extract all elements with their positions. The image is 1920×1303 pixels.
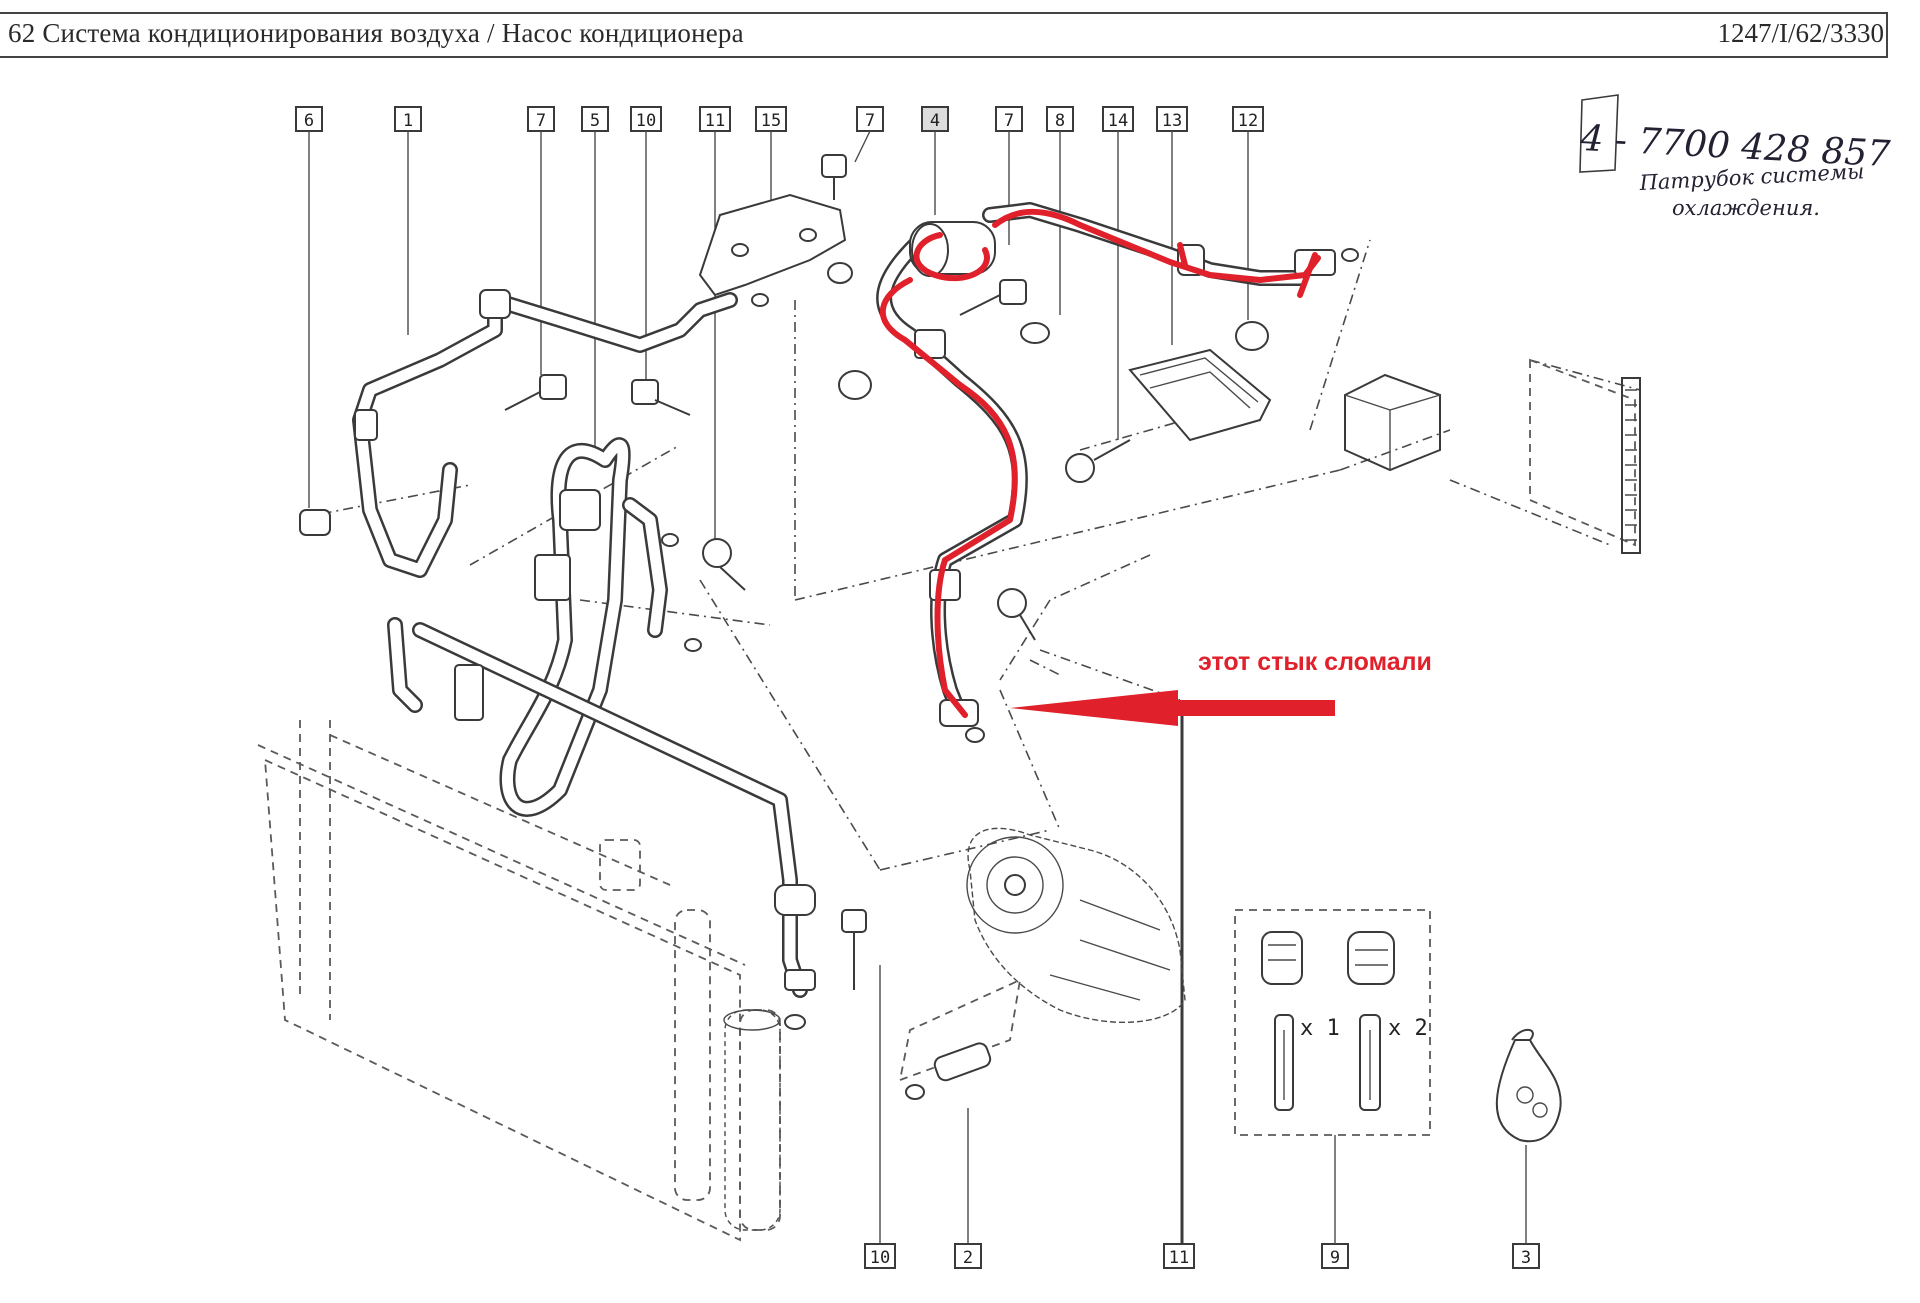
- compressor: [966, 827, 1186, 1024]
- bracket-15: [698, 193, 847, 297]
- callout-label: 13: [1162, 111, 1182, 131]
- callout-label: 9: [1330, 1248, 1340, 1268]
- callout-label: 15: [761, 111, 781, 131]
- callout-label: 7: [865, 111, 875, 131]
- callout-label: 3: [1521, 1248, 1531, 1268]
- callout-label: 12: [1238, 111, 1258, 131]
- callout-15: 15: [755, 106, 787, 210]
- clip-6: [299, 509, 331, 536]
- diagram-reference-code: 1247/I/62/3330: [1717, 18, 1885, 48]
- radiator-right: [1344, 358, 1641, 554]
- parts-bag-3: [1495, 1028, 1562, 1143]
- callout-label: 6: [304, 111, 314, 131]
- pipe-1: [352, 289, 738, 578]
- callout-7b: 7: [854, 106, 884, 163]
- callout-10a: 10: [630, 106, 662, 380]
- callout-label: 10: [636, 111, 656, 131]
- fasteners: [299, 154, 1359, 990]
- annotation-text: этот стык сломали: [1198, 648, 1432, 676]
- bolt-bottom-left: [841, 909, 867, 990]
- callout-label: 10: [870, 1248, 890, 1268]
- callout-10b: 10: [864, 965, 896, 1269]
- clip-8: [1020, 322, 1050, 344]
- callout-14: 14: [1102, 106, 1134, 440]
- pad-13: [1128, 348, 1272, 442]
- callout-3: 3: [1512, 1145, 1540, 1269]
- valve-core-x2: [1359, 1014, 1381, 1111]
- reference-lines: [299, 239, 1641, 871]
- header-top-rule: [0, 12, 1888, 14]
- callout-label: 7: [536, 111, 546, 131]
- bolt-11-left: [702, 538, 746, 591]
- callout-4: 4: [921, 106, 949, 215]
- callout-label: 4: [930, 111, 940, 131]
- clip-small-top: [827, 262, 853, 284]
- callout-12: 12: [1232, 106, 1264, 320]
- header-right-rule: [1886, 12, 1888, 58]
- callout-7a: 7: [527, 106, 555, 375]
- top-callouts: 6 1 7 5 10 11 15 7 4 7 8 14 13 12: [295, 106, 1264, 540]
- bottom-callouts: 10 2 11 9 3: [864, 700, 1540, 1269]
- bolt-7-mid: [959, 279, 1027, 316]
- callout-label: 1: [403, 111, 413, 131]
- callout-label: 2: [963, 1248, 973, 1268]
- valve-cap-b: [1347, 931, 1395, 985]
- handwritten-note: 4 - 7700 428 857 Патрубок системы охлажд…: [1579, 94, 1891, 220]
- callout-label: 5: [590, 111, 600, 131]
- bolt-10-left: [631, 379, 691, 416]
- clip-mid: [838, 370, 872, 400]
- callout-11a: 11: [699, 106, 731, 540]
- valve-core-x1: [1274, 1014, 1294, 1111]
- receiver-drier: [723, 1009, 781, 1231]
- callout-13: 13: [1156, 106, 1188, 345]
- callout-9: 9: [1321, 1135, 1349, 1269]
- bolt-7-top: [821, 154, 847, 200]
- break-annotation: этот стык сломали: [1010, 648, 1432, 726]
- callout-5: 5: [581, 106, 609, 455]
- kit-9: x 1 x 2: [1234, 909, 1431, 1136]
- handwritten-line-1: Патрубок системы: [1638, 159, 1865, 195]
- callout-1: 1: [394, 106, 422, 335]
- pipe-5: [387, 437, 816, 1030]
- callout-label: 11: [705, 111, 725, 131]
- bolt-7-left: [504, 374, 567, 411]
- callout-label: 14: [1108, 111, 1128, 131]
- callout-label: 8: [1055, 111, 1065, 131]
- clip-12: [1235, 321, 1269, 351]
- header-bottom-rule: [0, 56, 1888, 58]
- callout-7c: 7: [995, 106, 1023, 245]
- handwritten-line-2: охлаждения.: [1672, 196, 1820, 220]
- valve-cap-a: [1261, 931, 1303, 985]
- diagram-title: 62 Система кондиционирования воздуха / Н…: [8, 18, 744, 48]
- callout-6: 6: [295, 106, 323, 508]
- bolt-14: [1065, 439, 1131, 483]
- arrow-head: [1010, 690, 1178, 726]
- pressure-switch-2: [898, 978, 1022, 1100]
- callout-label: 7: [1004, 111, 1014, 131]
- callout-2: 2: [954, 1108, 982, 1269]
- page-header: 62 Система кондиционирования воздуха / Н…: [0, 0, 1920, 60]
- callout-label: 11: [1169, 1248, 1189, 1268]
- callout-11b: 11: [1163, 700, 1195, 1269]
- bolt-center: [997, 588, 1036, 641]
- quantity-x1-label: x 1: [1300, 1016, 1340, 1041]
- pipe-4-highlighted: [876, 202, 1336, 727]
- quantity-x2-label: x 2: [1388, 1016, 1428, 1041]
